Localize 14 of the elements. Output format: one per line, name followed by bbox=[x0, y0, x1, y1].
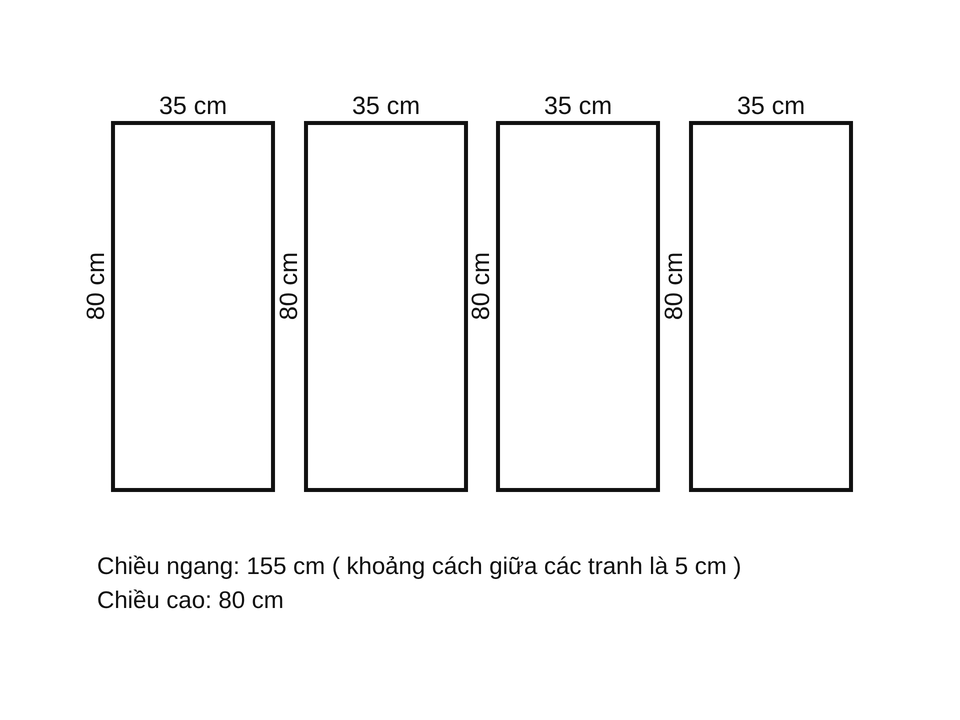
note-text: Chiều cao: 80 cm bbox=[97, 587, 284, 616]
height-dimension: 80 cm bbox=[84, 252, 109, 320]
panel-outline bbox=[496, 121, 660, 492]
panel-outline bbox=[689, 121, 853, 492]
note-text: Chiều ngang: 155 cm ( khoảng cách giữa các tranh là 5 cm ) bbox=[97, 553, 742, 582]
width-dimension: 35 cm bbox=[737, 94, 806, 119]
width-dimension: 35 cm bbox=[159, 94, 228, 119]
width-dimension: 35 cm bbox=[544, 94, 612, 119]
height-dimension: 80 cm bbox=[469, 252, 494, 320]
panel-outline bbox=[304, 121, 468, 492]
height-dimension: 80 cm bbox=[662, 252, 687, 320]
height-dimension: 80 cm bbox=[277, 252, 302, 320]
panel-outline bbox=[111, 121, 275, 492]
width-dimension: 35 cm bbox=[352, 94, 420, 119]
